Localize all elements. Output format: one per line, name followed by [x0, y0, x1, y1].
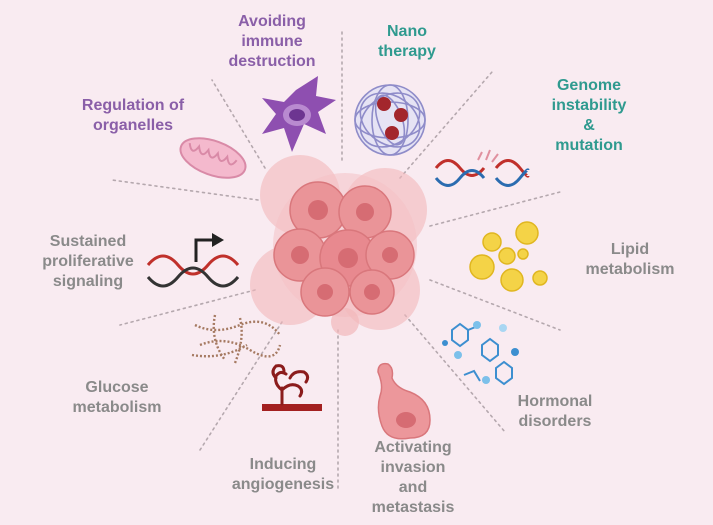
- label-regulation-of-organelles: Regulation of organelles: [81, 97, 185, 134]
- dna-arrow-icon: [146, 233, 240, 288]
- label-genome-instability-mutation: Genome instability & mutation: [551, 77, 627, 154]
- immune-cell-icon: [262, 76, 336, 152]
- label-avoiding-immune-destruction: Avoiding immune destruction: [228, 13, 316, 70]
- label-sustained-proliferative-signaling: Sustained proliferative signaling: [42, 233, 134, 290]
- label-inducing-angiogenesis: Inducing angiogenesis: [231, 456, 335, 493]
- label-nano-therapy: Nano therapy: [378, 23, 436, 60]
- label-glucose-metabolism: Glucose metabolism: [72, 379, 162, 416]
- tumor-cell-cluster-icon: [250, 155, 427, 336]
- mitochondrion-icon: [179, 137, 247, 179]
- label-hormonal-disorders: Hormonal disorders: [517, 393, 593, 430]
- hormone-molecules-icon: [442, 321, 519, 386]
- blood-vessel-icon: [262, 364, 322, 411]
- dotted-spokes: [111, 29, 561, 493]
- label-activating-invasion-metastasis: Activating invasion and metastasis: [371, 439, 455, 516]
- broken-dna-icon: [434, 149, 530, 187]
- nanoparticle-icon: [354, 84, 426, 156]
- glucose-chains-icon: [191, 314, 282, 364]
- label-lipid-metabolism: Lipid metabolism: [585, 241, 675, 278]
- lipid-droplets-icon: [469, 221, 548, 292]
- migrating-cell-icon: [377, 362, 431, 440]
